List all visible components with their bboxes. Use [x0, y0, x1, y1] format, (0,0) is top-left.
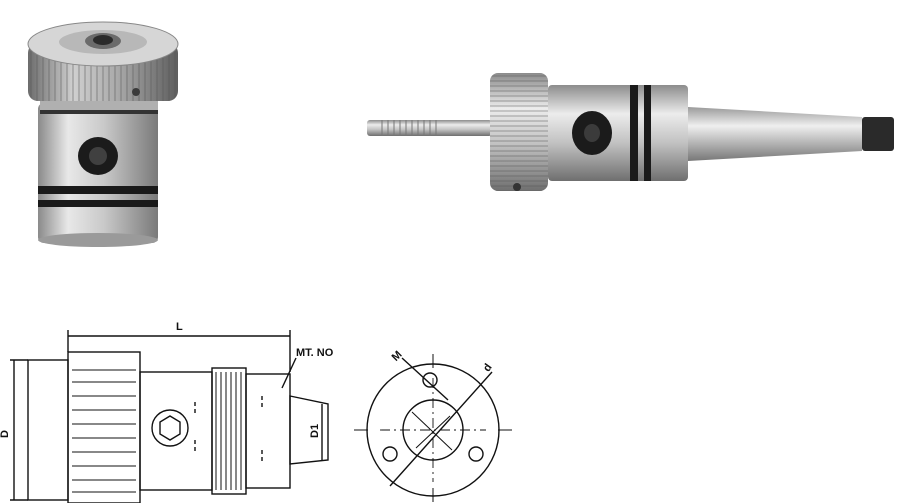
- holder-body: [548, 85, 688, 181]
- dim-label-D1: D1: [309, 424, 321, 438]
- morse-taper: [688, 107, 862, 161]
- collet-body-photo: [27, 21, 179, 247]
- bolt-hole: [468, 446, 484, 462]
- dim-label-M: M: [390, 349, 405, 364]
- o-ring: [38, 200, 158, 207]
- dim-label-mt-no: MT. NO: [296, 347, 334, 359]
- dim-label-L: L: [176, 321, 183, 333]
- bolt-hole: [382, 446, 398, 462]
- dim-label-d: d: [481, 362, 495, 374]
- dim-label-D: D: [0, 430, 11, 438]
- tap-holder-photo: [367, 73, 894, 191]
- o-ring: [630, 85, 638, 181]
- o-ring: [38, 186, 158, 194]
- o-ring: [644, 85, 651, 181]
- bolt-hole: [422, 372, 438, 388]
- side-view-drawing: L MT. NO D D1: [0, 321, 334, 503]
- tang: [862, 117, 894, 151]
- end-view-drawing: M d: [354, 349, 512, 502]
